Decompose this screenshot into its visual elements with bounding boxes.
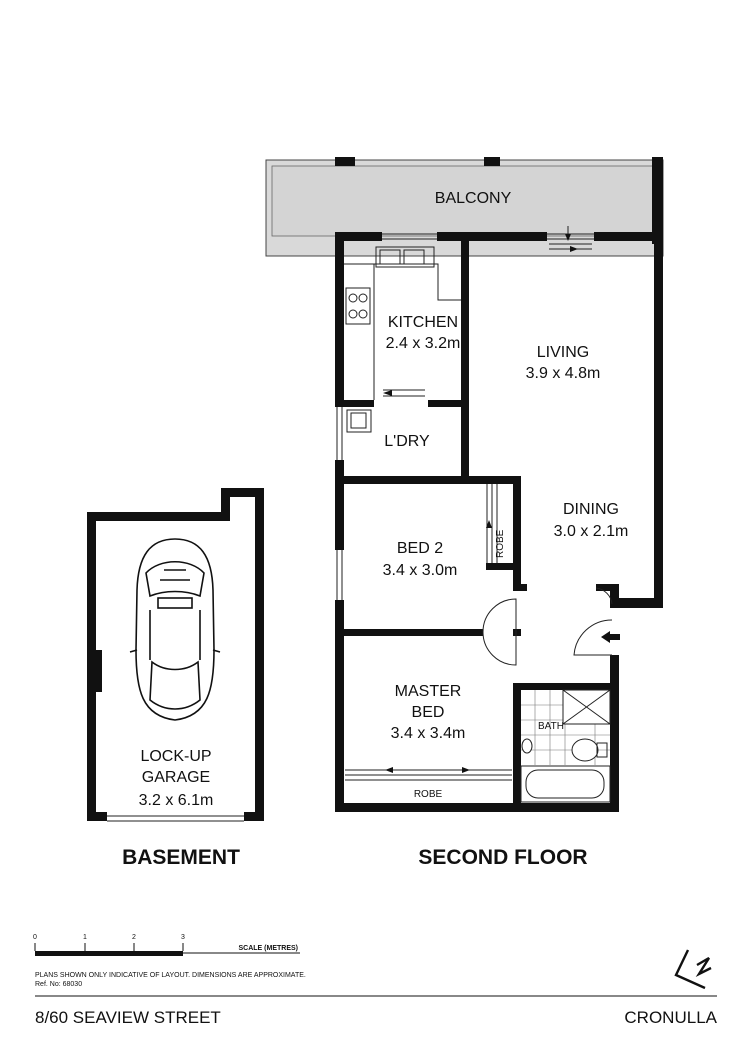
bed2-robe xyxy=(486,484,498,563)
room-labels: BALCONY KITCHEN 2.4 x 3.2m LIVING 3.9 x … xyxy=(139,190,629,809)
master-label: MASTER xyxy=(395,683,462,700)
garage-label: LOCK-UP xyxy=(140,748,211,765)
scale-tick-0: 0 xyxy=(33,934,37,941)
suburb-text: CRONULLA xyxy=(624,1008,717,1027)
scale-tick-2: 2 xyxy=(132,934,136,941)
balcony-label: BALCONY xyxy=(435,190,512,207)
second-floor-heading: SECOND FLOOR xyxy=(418,846,587,869)
master-dimensions: 3.4 x 3.4m xyxy=(391,725,466,742)
basement-heading: BASEMENT xyxy=(122,846,240,869)
garage-dimensions: 3.2 x 6.1m xyxy=(139,792,214,809)
master-robe-label: ROBE xyxy=(414,789,443,800)
disclaimer-text: PLANS SHOWN ONLY INDICATIVE OF LAYOUT. D… xyxy=(35,972,306,979)
dining-dimensions: 3.0 x 2.1m xyxy=(554,523,629,540)
scale-bar: 0 1 2 3 SCALE (METRES) PLANS SHOWN ONLY … xyxy=(33,934,306,988)
address-text: 8/60 SEAVIEW STREET xyxy=(35,1008,221,1027)
headings: BASEMENT SECOND FLOOR xyxy=(122,846,588,869)
bed2-robe-label: ROBE xyxy=(495,529,506,558)
scale-label: SCALE (METRES) xyxy=(239,945,299,952)
kitchen-fixtures xyxy=(344,246,461,433)
reference-number: Ref. No: 68030 xyxy=(35,981,82,988)
master-bed-label: BED xyxy=(412,704,445,721)
car-icon xyxy=(129,538,221,721)
bath-label: BATH xyxy=(538,721,564,732)
living-dimensions: 3.9 x 4.8m xyxy=(526,365,601,382)
windows xyxy=(335,233,594,719)
balcony-sliding-door xyxy=(549,226,592,252)
bed2-dimensions: 3.4 x 3.0m xyxy=(383,562,458,579)
scale-tick-3: 3 xyxy=(181,934,185,941)
north-arrow-icon xyxy=(674,949,712,990)
master-robe xyxy=(345,767,512,781)
garage-walls xyxy=(87,488,264,822)
bed2-label: BED 2 xyxy=(397,540,443,557)
laundry-label: L'DRY xyxy=(384,433,430,450)
scale-tick-1: 1 xyxy=(83,934,87,941)
garage-label-2: GARAGE xyxy=(142,769,210,786)
balcony xyxy=(265,157,664,257)
bathroom xyxy=(520,689,611,803)
second-floor-walls xyxy=(335,232,663,812)
dining-label: DINING xyxy=(563,501,619,518)
living-label: LIVING xyxy=(537,344,589,361)
kitchen-dimensions: 2.4 x 3.2m xyxy=(386,335,461,352)
doors xyxy=(482,587,620,666)
kitchen-label: KITCHEN xyxy=(388,314,458,331)
